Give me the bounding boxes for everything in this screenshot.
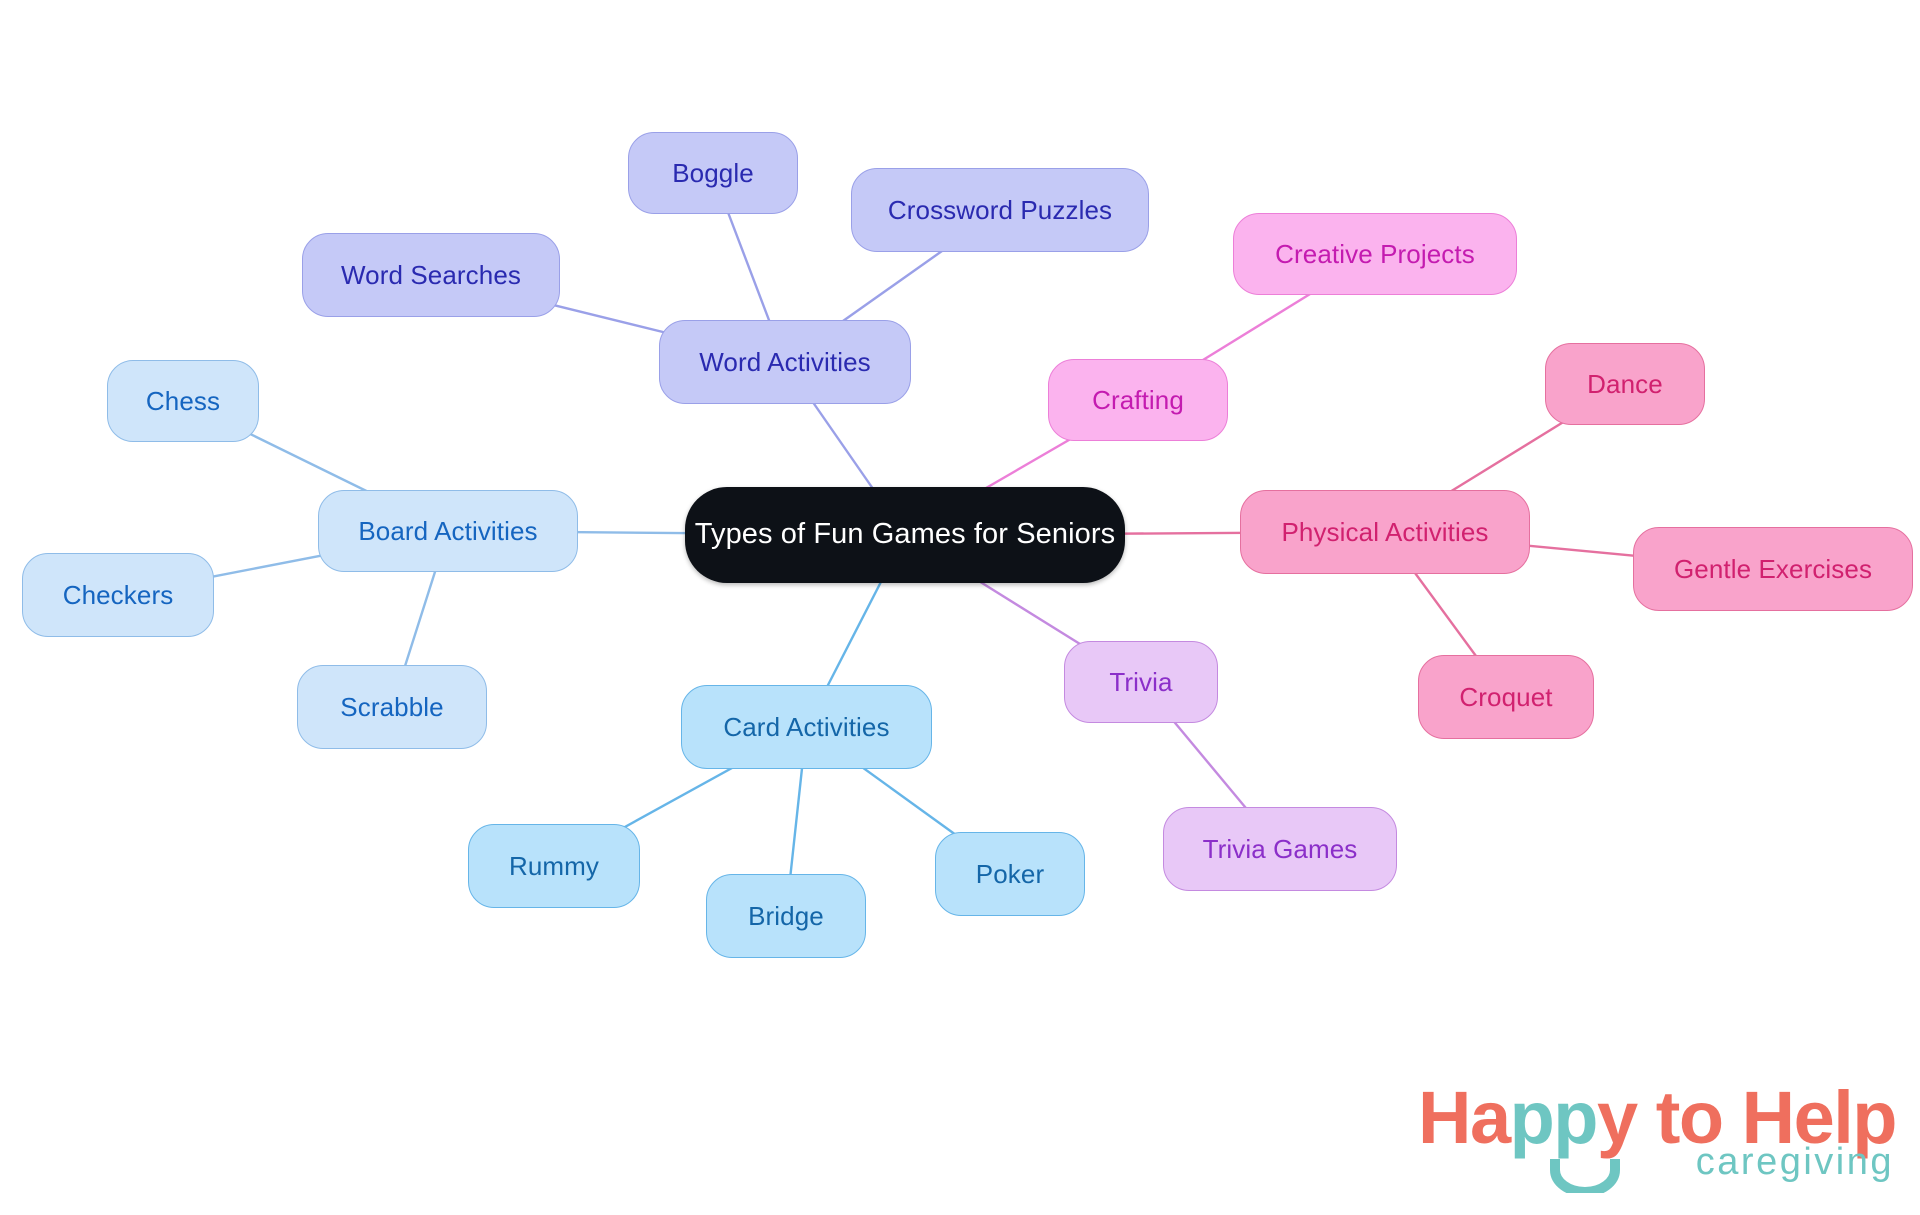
edge-root-to-word-activities — [807, 394, 879, 497]
node-label: Word Activities — [699, 346, 871, 377]
edge-word-activities-to-boggle — [724, 204, 774, 330]
edge-card-activities-to-poker — [852, 759, 965, 842]
leaf-node-gentle-exercises[interactable]: Gentle Exercises — [1633, 527, 1913, 611]
leaf-node-bridge[interactable]: Bridge — [706, 874, 866, 958]
node-label: Chess — [145, 385, 221, 416]
leaf-node-checkers[interactable]: Checkers — [22, 553, 214, 637]
logo-word-part-1: Ha — [1418, 1076, 1511, 1159]
branch-node-card-activities[interactable]: Card Activities — [681, 685, 932, 769]
edge-word-activities-to-crossword-puzzles — [831, 242, 954, 330]
leaf-node-dance[interactable]: Dance — [1545, 343, 1705, 425]
edge-root-to-card-activities — [822, 573, 886, 695]
edge-card-activities-to-bridge — [788, 759, 804, 884]
leaf-node-rummy[interactable]: Rummy — [468, 824, 640, 908]
leaf-node-creative-projects[interactable]: Creative Projects — [1233, 213, 1517, 295]
root-node[interactable]: Types of Fun Games for Seniors — [685, 487, 1125, 583]
edge-board-activities-to-chess — [247, 432, 382, 500]
edge-word-activities-to-word-searches — [548, 303, 671, 335]
branch-node-crafting[interactable]: Crafting — [1048, 359, 1228, 441]
node-label: Word Searches — [340, 259, 521, 290]
edge-physical-activities-to-dance — [1438, 415, 1573, 500]
leaf-node-chess[interactable]: Chess — [107, 360, 259, 442]
node-label: Croquet — [1459, 681, 1553, 712]
edge-physical-activities-to-croquet — [1408, 564, 1483, 665]
leaf-node-scrabble[interactable]: Scrabble — [297, 665, 487, 749]
edge-root-to-crafting — [972, 431, 1083, 497]
node-label: Physical Activities — [1281, 516, 1489, 547]
edge-trivia-to-trivia-games — [1167, 713, 1253, 817]
node-label: Poker — [975, 858, 1045, 889]
branch-node-board-activities[interactable]: Board Activities — [318, 490, 578, 572]
edge-physical-activities-to-gentle-exercises — [1518, 543, 1645, 558]
edge-board-activities-to-scrabble — [401, 562, 439, 675]
logo-word-part-2: pp — [1509, 1076, 1599, 1159]
leaf-node-croquet[interactable]: Croquet — [1418, 655, 1594, 739]
node-label: Trivia — [1109, 666, 1173, 697]
node-label: Crafting — [1092, 384, 1184, 415]
branch-node-physical-activities[interactable]: Physical Activities — [1240, 490, 1530, 574]
node-label: Trivia Games — [1202, 833, 1358, 864]
leaf-node-crossword-puzzles[interactable]: Crossword Puzzles — [851, 168, 1149, 252]
brand-logo: Happy to Help caregiving — [1418, 1081, 1898, 1201]
logo-tagline: caregiving — [1695, 1141, 1894, 1183]
leaf-node-trivia-games[interactable]: Trivia Games — [1163, 807, 1397, 891]
edge-card-activities-to-rummy — [614, 759, 746, 834]
edge-board-activities-to-checkers — [202, 553, 330, 580]
leaf-node-poker[interactable]: Poker — [935, 832, 1085, 916]
node-label: Dance — [1587, 368, 1663, 399]
node-label: Board Activities — [358, 515, 538, 546]
node-label: Rummy — [508, 850, 600, 881]
edge-root-to-physical-activities — [1113, 531, 1252, 535]
node-label: Checkers — [62, 579, 174, 610]
logo-wordmark: Happy to Help — [1418, 1081, 1897, 1155]
logo-word-part-3: y to Help — [1597, 1076, 1897, 1159]
leaf-node-boggle[interactable]: Boggle — [628, 132, 798, 214]
branch-node-word-activities[interactable]: Word Activities — [659, 320, 911, 404]
node-label: Types of Fun Games for Seniors — [694, 518, 1116, 551]
node-label: Creative Projects — [1275, 238, 1475, 269]
edge-root-to-trivia — [968, 573, 1090, 651]
node-label: Gentle Exercises — [1673, 553, 1873, 584]
leaf-node-word-searches[interactable]: Word Searches — [302, 233, 560, 317]
node-label: Card Activities — [723, 711, 890, 742]
node-label: Scrabble — [340, 691, 444, 722]
edge-crafting-to-creative-projects — [1190, 285, 1323, 369]
edge-root-to-board-activities — [566, 530, 697, 535]
node-label: Crossword Puzzles — [887, 194, 1113, 225]
branch-node-trivia[interactable]: Trivia — [1064, 641, 1218, 723]
node-label: Bridge — [748, 900, 824, 931]
node-label: Boggle — [672, 157, 754, 188]
smile-arc-icon — [1550, 1159, 1620, 1193]
